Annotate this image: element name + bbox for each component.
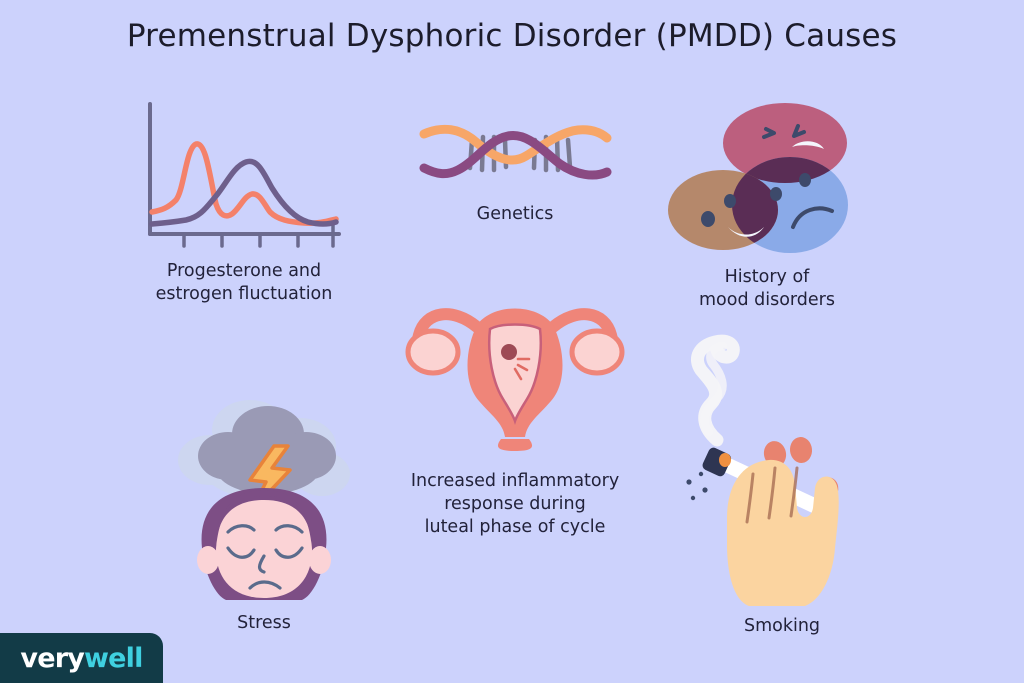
progesterone-curve	[149, 158, 339, 227]
estrogen-curve	[149, 141, 339, 226]
hormone-curve-chart-icon	[148, 102, 341, 248]
hand-cigarette-smoke-icon	[686, 334, 839, 606]
dna-strand-orange	[419, 124, 612, 165]
nose	[257, 554, 266, 574]
smoke-wisp-2	[700, 341, 728, 437]
logo-text-very: very	[20, 642, 85, 674]
happy-face-features	[701, 194, 764, 237]
ear-right	[309, 546, 331, 574]
page-title: Premenstrual Dysphoric Disorder (PMDD) C…	[126, 18, 898, 54]
eye-right-closed	[274, 546, 304, 559]
dna-strand-purple	[419, 131, 612, 180]
inflammation-spot	[501, 344, 517, 360]
caption-hormone-fluctuation: Progesterone and estrogen fluctuation	[155, 261, 333, 304]
cause-smoking	[665, 332, 880, 607]
caption-inflammation: Increased inflammatory response during l…	[410, 471, 620, 537]
angry-face-features	[762, 124, 824, 149]
caption-stress: Stress	[237, 613, 291, 633]
cigarette-ember	[719, 453, 731, 467]
inflammation-rays	[513, 357, 531, 381]
hand	[727, 459, 839, 606]
uterus-icon	[405, 308, 625, 451]
caption-genetics: Genetics	[476, 204, 554, 224]
finger-creases	[745, 466, 799, 524]
caption-mood-disorders: History of mood disorders	[698, 267, 835, 310]
sad-face-features	[770, 173, 834, 229]
caption-smoking: Smoking	[743, 616, 821, 636]
logo-text-well: well	[84, 642, 143, 674]
cause-hormone-fluctuation	[140, 100, 345, 250]
mood-faces-icon	[668, 103, 848, 253]
ash-specks	[686, 471, 708, 501]
stressed-face-cloud-icon	[178, 400, 350, 600]
cause-stress	[172, 398, 357, 603]
cervix	[497, 439, 533, 451]
mouth-frown	[248, 580, 282, 590]
ear-left	[197, 546, 219, 574]
eyebrow-right	[274, 524, 304, 534]
ovary-left	[405, 328, 461, 376]
cause-inflammation	[405, 297, 625, 452]
face-features	[226, 524, 304, 590]
dna-helix-icon	[419, 124, 612, 180]
eye-left-closed	[226, 546, 256, 559]
cause-mood-disorders	[660, 103, 855, 253]
cause-genetics	[419, 112, 612, 192]
ovary-right	[569, 328, 625, 376]
eyebrow-left	[226, 524, 256, 534]
